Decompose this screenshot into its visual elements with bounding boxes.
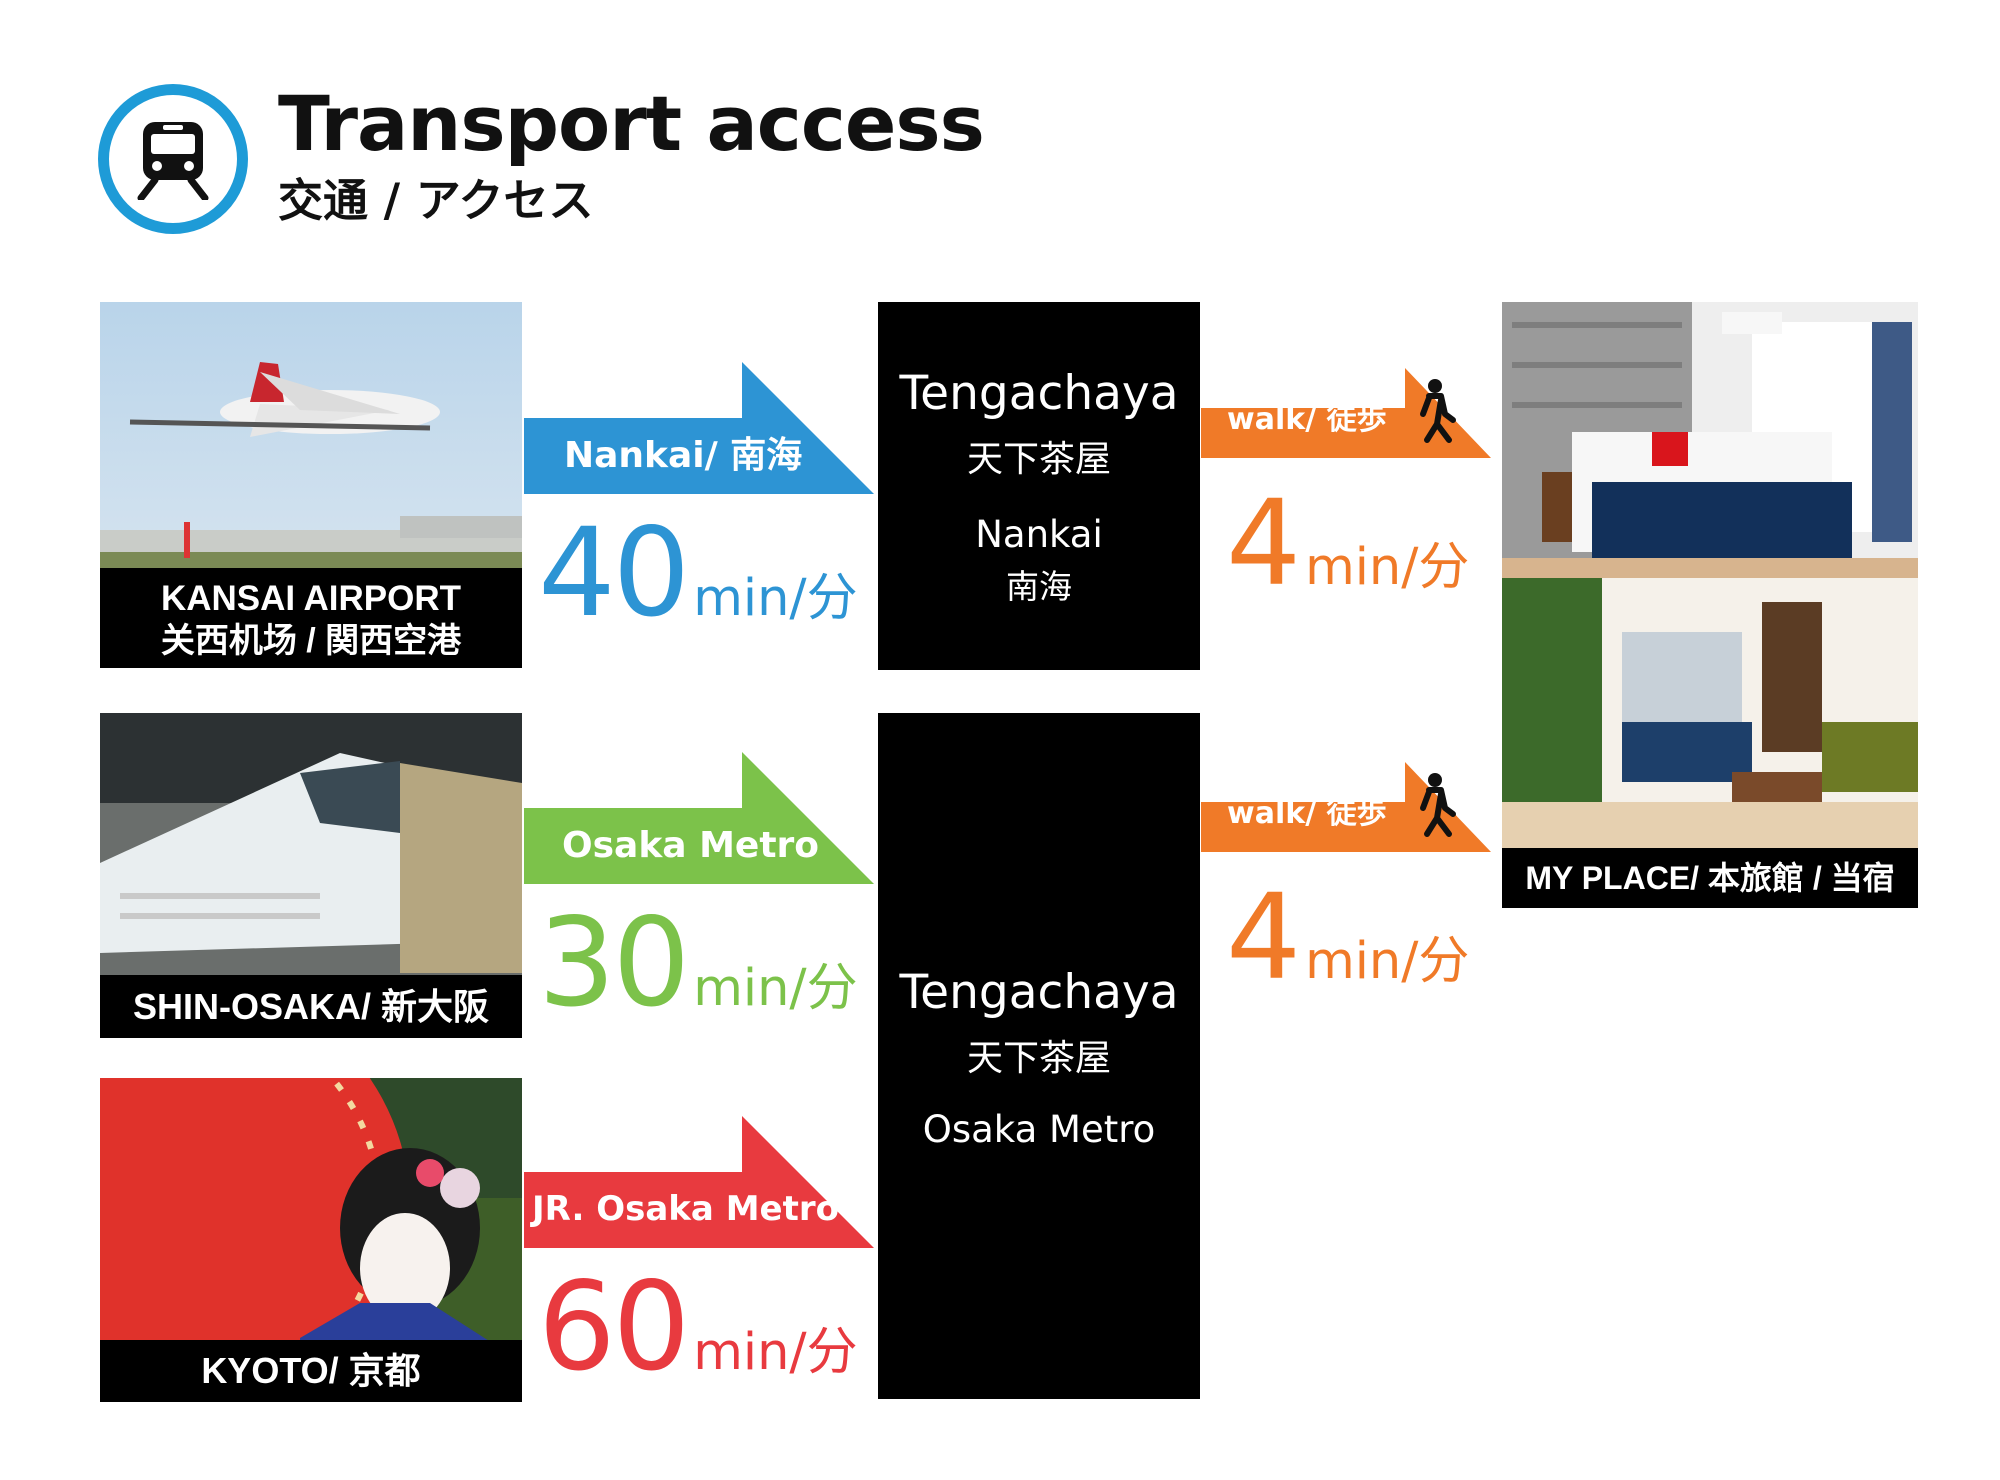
origin-kansai-airport: KANSAI AIRPORT 关西机场 / 関西空港 bbox=[100, 302, 522, 668]
bedroom-photo bbox=[1502, 302, 1918, 578]
duration-number: 30 bbox=[538, 892, 690, 1034]
walk-duration-1: 4min/分 bbox=[1226, 484, 1469, 602]
header-logo bbox=[98, 84, 248, 234]
duration-unit: min/分 bbox=[1305, 932, 1470, 991]
station-line-jp: 南海 bbox=[1006, 567, 1072, 606]
route-label: JR. Osaka Metro bbox=[532, 1189, 839, 1229]
geisha-photo bbox=[100, 1078, 522, 1402]
duration-unit: min/分 bbox=[693, 569, 858, 628]
walking-person-icon bbox=[1420, 379, 1456, 443]
train-icon bbox=[137, 122, 209, 200]
walk-segment-1: walk/ 徒歩 bbox=[1201, 368, 1493, 468]
duration-unit: min/分 bbox=[693, 959, 858, 1018]
walk-duration-2: 4min/分 bbox=[1226, 878, 1469, 996]
route-arrow bbox=[524, 1116, 874, 1248]
origin-caption: KANSAI AIRPORT 关西机场 / 関西空港 bbox=[100, 568, 522, 668]
room-photos bbox=[1502, 302, 1918, 908]
origin-caption: KYOTO/ 京都 bbox=[100, 1340, 522, 1402]
walk-segment-2: walk/ 徒歩 bbox=[1201, 762, 1493, 862]
station-tengachaya-osaka-metro: Tengachaya 天下茶屋 Osaka Metro bbox=[878, 713, 1200, 1399]
station-tengachaya-nankai: Tengachaya 天下茶屋 Nankai 南海 bbox=[878, 302, 1200, 670]
station-line: Osaka Metro bbox=[922, 1108, 1156, 1151]
station-name: Tengachaya bbox=[899, 366, 1179, 421]
duration-unit: min/分 bbox=[693, 1323, 858, 1382]
page-title: Transport access bbox=[278, 79, 985, 168]
station-name: Tengachaya bbox=[899, 965, 1179, 1020]
walk-label: walk/ 徒歩 bbox=[1227, 796, 1387, 831]
origin-caption: SHIN-OSAKA/ 新大阪 bbox=[100, 975, 522, 1038]
duration-unit: min/分 bbox=[1305, 538, 1470, 597]
route-arrow bbox=[524, 752, 874, 884]
station-name-jp: 天下茶屋 bbox=[966, 439, 1111, 480]
caption-line1: MY PLACE/ 本旅館 / 当宿 bbox=[1525, 860, 1895, 896]
duration-number: 4 bbox=[1226, 868, 1302, 1006]
walk-label: walk/ 徒歩 bbox=[1227, 402, 1387, 437]
duration-number: 60 bbox=[538, 1256, 690, 1398]
walking-person-icon bbox=[1420, 773, 1456, 837]
duration-number: 4 bbox=[1226, 474, 1302, 612]
destination-caption: MY PLACE/ 本旅館 / 当宿 bbox=[1502, 848, 1918, 908]
caption-line2: 关西机场 / 関西空港 bbox=[160, 622, 462, 660]
station-line: Nankai bbox=[975, 513, 1103, 556]
route-label: Osaka Metro bbox=[562, 825, 820, 866]
duration-number: 40 bbox=[538, 502, 690, 644]
page-subtitle: 交通 / アクセス bbox=[278, 174, 594, 227]
route-label: Nankai/ 南海 bbox=[564, 435, 803, 476]
station-name-jp: 天下茶屋 bbox=[966, 1038, 1111, 1079]
caption-line1: KANSAI AIRPORT bbox=[160, 579, 462, 618]
origin-kyoto: KYOTO/ 京都 bbox=[100, 1078, 522, 1402]
walk-arrow bbox=[1201, 762, 1491, 852]
caption-line1: KYOTO/ 京都 bbox=[201, 1350, 421, 1391]
route-arrow bbox=[524, 362, 874, 494]
origin-shin-osaka: SHIN-OSAKA/ 新大阪 bbox=[100, 713, 522, 1038]
walk-arrow bbox=[1201, 368, 1491, 458]
caption-line1: SHIN-OSAKA/ 新大阪 bbox=[132, 986, 489, 1027]
destination-my-place: MY PLACE/ 本旅館 / 当宿 bbox=[1502, 302, 1918, 908]
